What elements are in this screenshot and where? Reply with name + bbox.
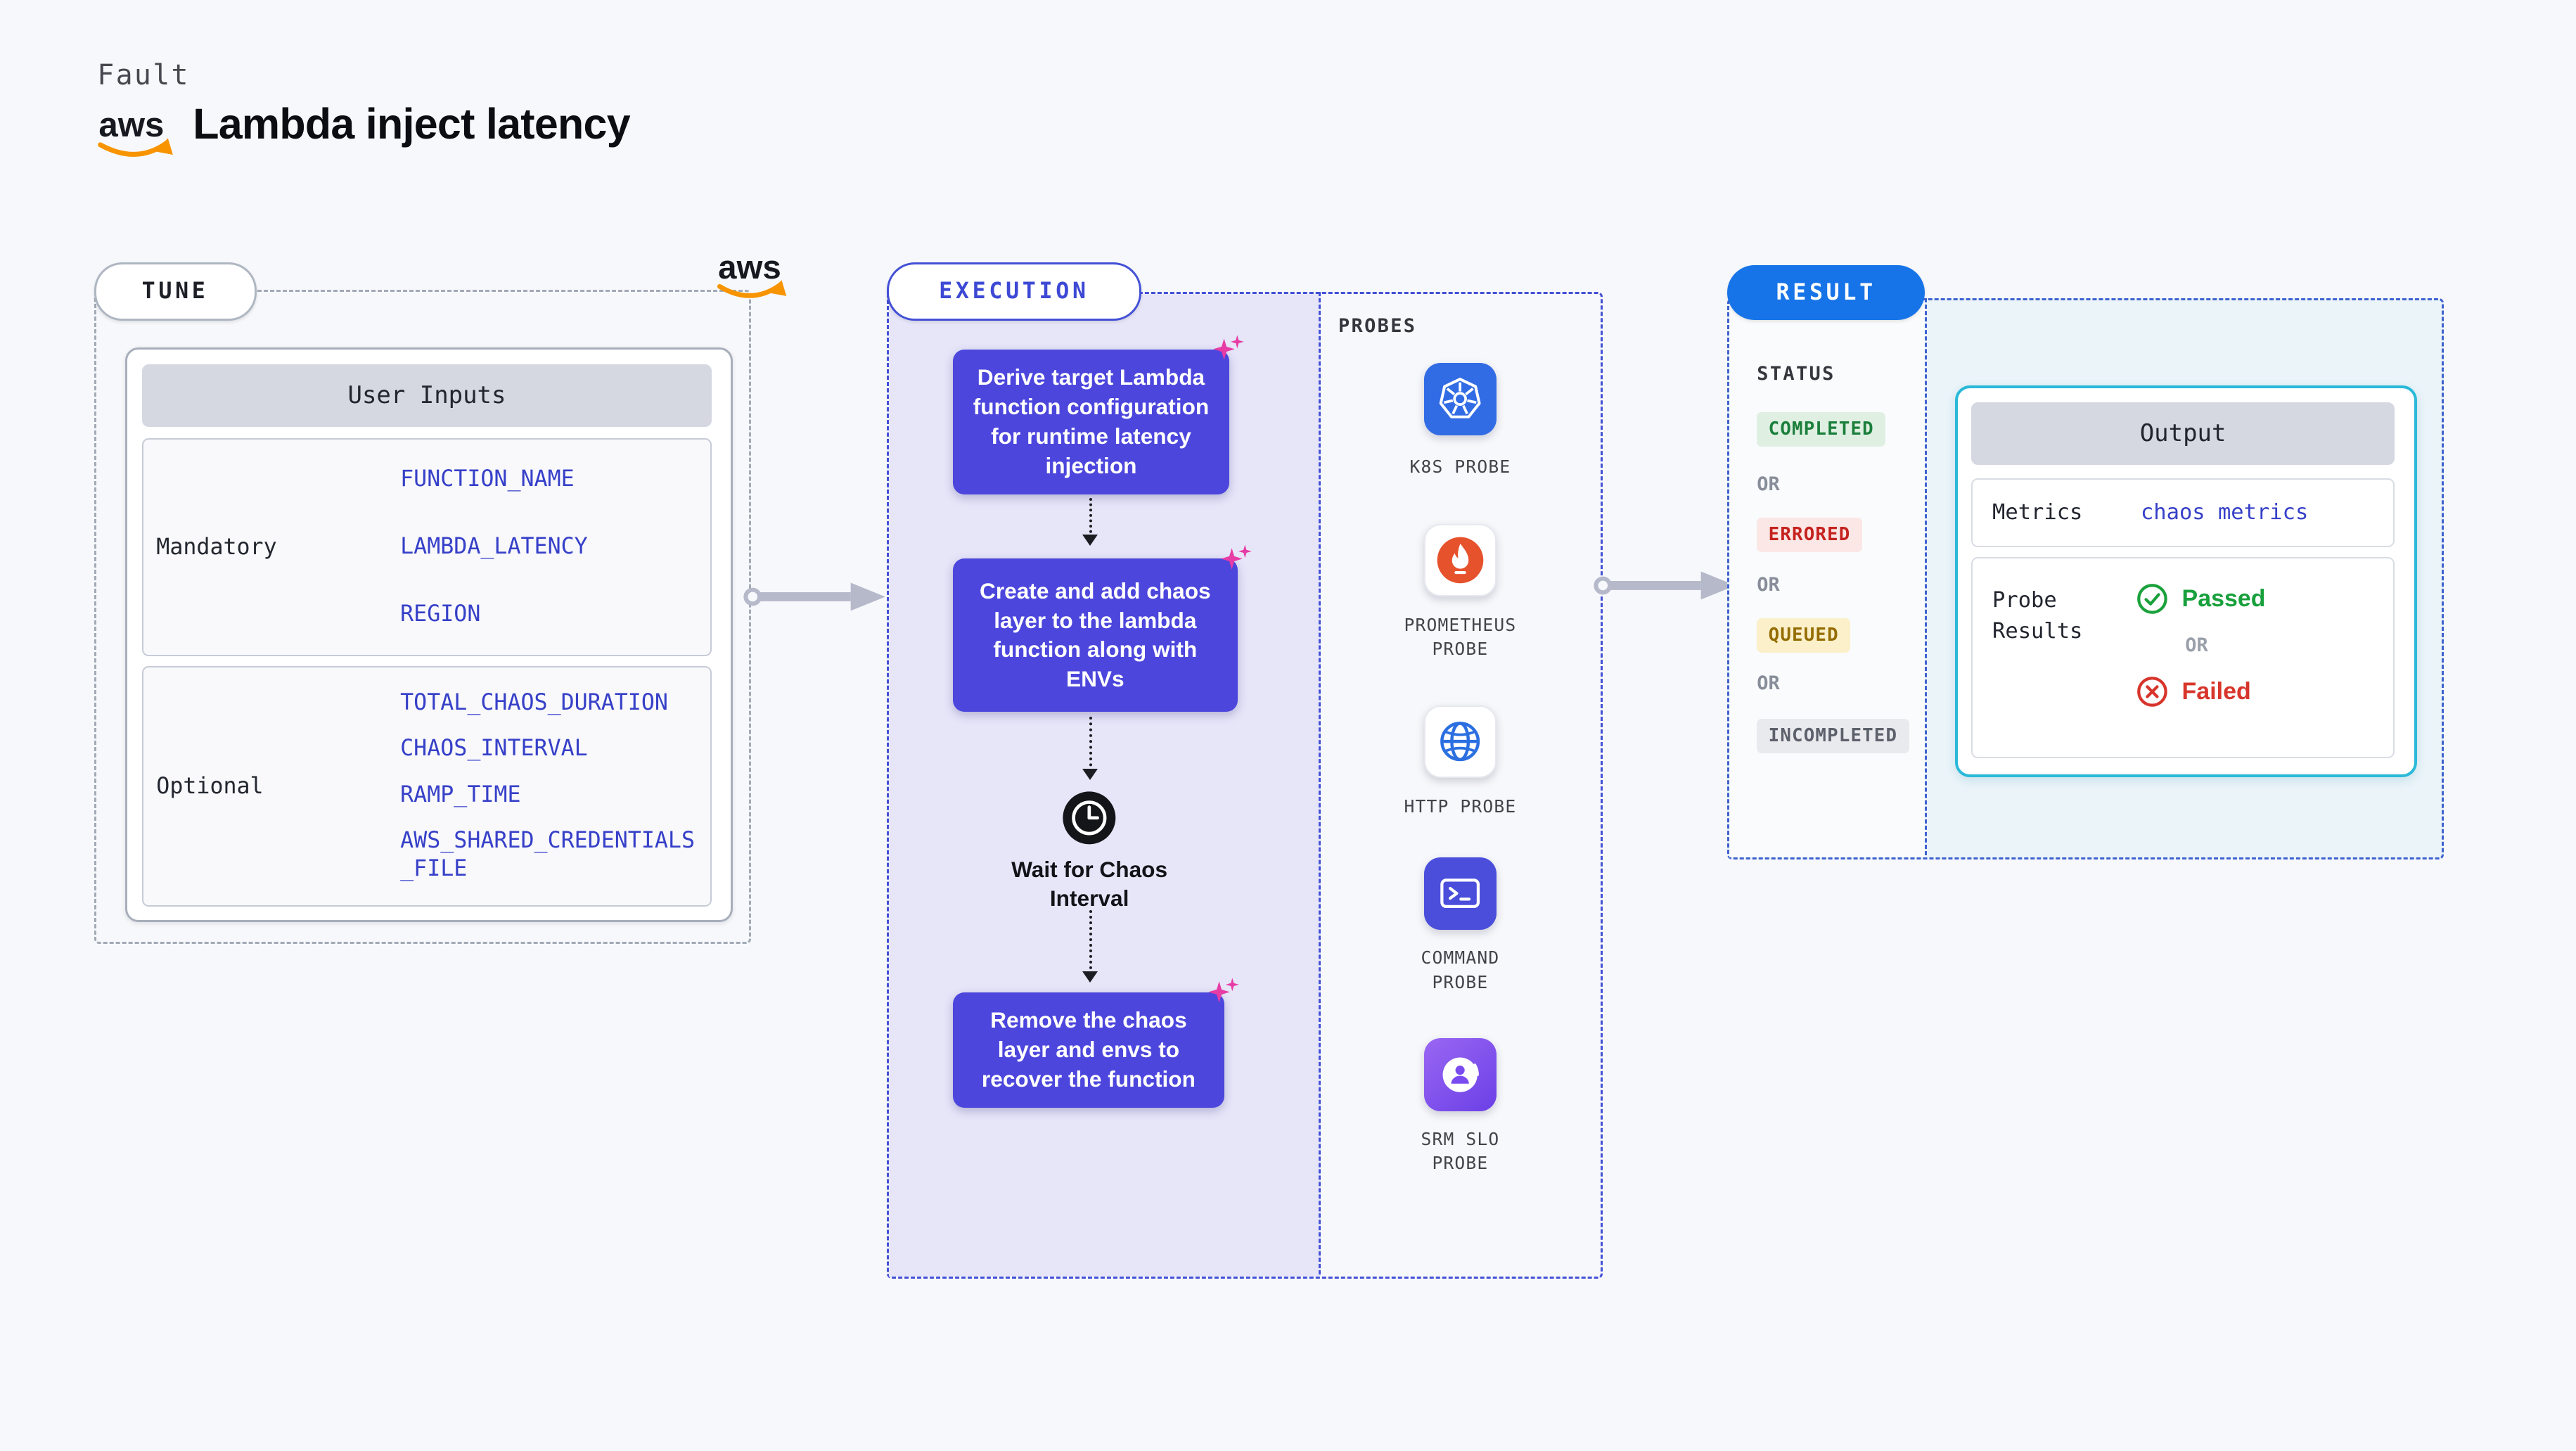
step-derive-lambda-config: Derive target Lambda function configurat… — [952, 335, 1244, 495]
execution-badge: EXECUTION — [886, 262, 1142, 321]
prometheus-icon — [1437, 537, 1484, 584]
probe-result-failed: Failed — [2136, 675, 2266, 709]
tune-badge: TUNE — [94, 262, 257, 321]
result-badge: RESULT — [1727, 265, 1925, 320]
probe-result-passed: Passed — [2136, 582, 2266, 616]
page-title: Lambda inject latency — [193, 99, 630, 148]
aws-wordmark: aws — [718, 249, 781, 286]
http-probe-label: HTTP PROBE — [1404, 795, 1517, 817]
k8s-probe-label: K8S PROBE — [1409, 456, 1511, 477]
status-badge-incompleted: INCOMPLETED — [1757, 718, 1909, 753]
status-output-divider — [1925, 298, 1928, 856]
command-probe-label: COMMAND PROBE — [1421, 947, 1500, 992]
flow-connector — [1083, 717, 1097, 781]
user-inputs-header: User Inputs — [141, 364, 712, 427]
srm-slo-probe-label: SRM SLO PROBE — [1421, 1129, 1500, 1174]
srm-slo-probe-tile — [1423, 1038, 1497, 1111]
prometheus-probe-label: PROMETHEUS PROBE — [1404, 614, 1517, 660]
sparkle-ai-icon — [1207, 978, 1239, 1004]
optional-values: TOTAL_CHAOS_DURATION CHAOS_INTERVAL RAMP… — [400, 667, 710, 905]
status-or-separator: OR — [1757, 573, 1780, 596]
clock-icon — [1063, 791, 1116, 844]
optional-inputs-group: Optional TOTAL_CHAOS_DURATION CHAOS_INTE… — [141, 665, 712, 907]
fault-eyebrow-label: Fault — [97, 59, 190, 92]
group-label-optional: Optional — [156, 773, 264, 799]
env-var-region: REGION — [400, 601, 481, 627]
kubernetes-icon — [1440, 378, 1481, 418]
probes-heading: PROBES — [1338, 314, 1417, 337]
step-remove-chaos-layer: Remove the chaos layer and envs to recov… — [952, 978, 1239, 1108]
aws-logo-small: aws — [717, 249, 787, 298]
aws-smile-arrow-tip — [769, 280, 787, 296]
status-badge-queued: QUEUED — [1757, 618, 1851, 653]
passed-label: Passed — [2181, 585, 2266, 613]
step-create-chaos-layer: Create and add chaos layer to the lambda… — [952, 544, 1252, 712]
failed-label: Failed — [2181, 677, 2251, 705]
group-label-mandatory: Mandatory — [156, 535, 277, 561]
status-or-separator: OR — [1757, 473, 1780, 495]
metrics-row: Metrics chaos metrics — [1971, 478, 2395, 548]
x-circle-icon — [2137, 676, 2167, 707]
srm-slo-icon — [1442, 1057, 1480, 1092]
probe-result-or-separator: OR — [2185, 634, 2208, 656]
env-var-aws-shared-credentials-file: AWS_SHARED_CREDENTIALS_FILE — [400, 828, 696, 882]
step-text: Remove the chaos layer and envs to recov… — [981, 1007, 1196, 1092]
metrics-label: Metrics — [1992, 500, 2083, 525]
flow-connector — [1083, 497, 1097, 546]
flow-arrow-execution-to-result — [1594, 571, 1736, 599]
http-probe-tile — [1423, 705, 1497, 779]
flow-arrow-tune-to-execution — [743, 582, 885, 611]
metrics-value: chaos metrics — [2140, 500, 2309, 525]
aws-smile-arrow-tip — [155, 138, 174, 155]
status-heading: STATUS — [1757, 362, 1835, 385]
mandatory-inputs-group: Mandatory FUNCTION_NAME LAMBDA_LATENCY R… — [141, 438, 712, 656]
env-var-function-name: FUNCTION_NAME — [400, 466, 575, 492]
flow-connector — [1083, 909, 1097, 983]
status-badge-completed: COMPLETED — [1757, 411, 1886, 447]
status-column-background — [1729, 300, 1928, 858]
command-probe-tile — [1423, 857, 1497, 930]
k8s-probe-tile — [1423, 362, 1497, 435]
sparkle-ai-icon — [1212, 335, 1244, 361]
execution-probes-divider — [1318, 291, 1321, 1274]
mandatory-values: FUNCTION_NAME LAMBDA_LATENCY REGION — [400, 440, 710, 654]
output-header: Output — [1971, 402, 2395, 465]
sparkle-ai-icon — [1221, 544, 1252, 570]
env-var-ramp-time: RAMP_TIME — [400, 781, 521, 807]
prometheus-probe-tile — [1423, 524, 1497, 597]
step-wait-for-chaos-interval: Wait for Chaos Interval — [1011, 857, 1168, 911]
aws-smile-swoosh — [98, 141, 169, 158]
check-circle-icon — [2137, 584, 2167, 614]
aws-wordmark: aws — [99, 106, 165, 145]
tune-section — [94, 290, 751, 944]
status-badge-errored: ERRORED — [1757, 517, 1862, 552]
probe-results-label: Probe Results — [1992, 587, 2083, 644]
env-var-lambda-latency: LAMBDA_LATENCY — [400, 534, 588, 560]
status-or-separator: OR — [1757, 672, 1780, 695]
http-globe-icon — [1440, 722, 1480, 762]
env-var-total-chaos-duration: TOTAL_CHAOS_DURATION — [400, 689, 668, 715]
aws-logo: aws — [98, 106, 174, 158]
aws-smile-swoosh — [717, 282, 783, 298]
probe-results-values: Passed OR Failed — [2136, 582, 2266, 709]
terminal-icon — [1440, 878, 1480, 909]
probe-results-row: Probe Results Passed OR Failed — [1971, 557, 2395, 759]
step-text: Derive target Lambda function configurat… — [973, 364, 1210, 478]
step-text: Create and add chaos layer to the lambda… — [979, 577, 1211, 692]
env-var-chaos-interval: CHAOS_INTERVAL — [400, 736, 588, 762]
